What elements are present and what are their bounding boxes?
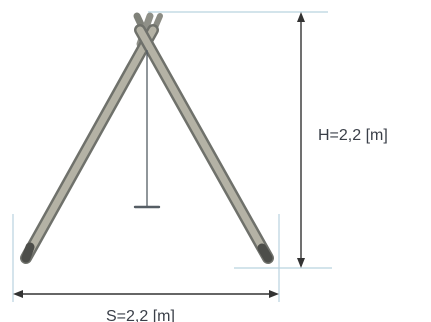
left-leg — [20, 24, 159, 264]
swing-seat — [133, 50, 161, 209]
height-dimension — [297, 12, 305, 268]
right-leg — [134, 24, 274, 264]
span-label: S=2,2 [m] — [106, 308, 175, 322]
span-extension-lines — [12, 214, 280, 302]
height-label: H=2,2 [m] — [318, 127, 388, 144]
height-extension-lines — [148, 11, 332, 269]
span-dimension — [13, 290, 279, 298]
